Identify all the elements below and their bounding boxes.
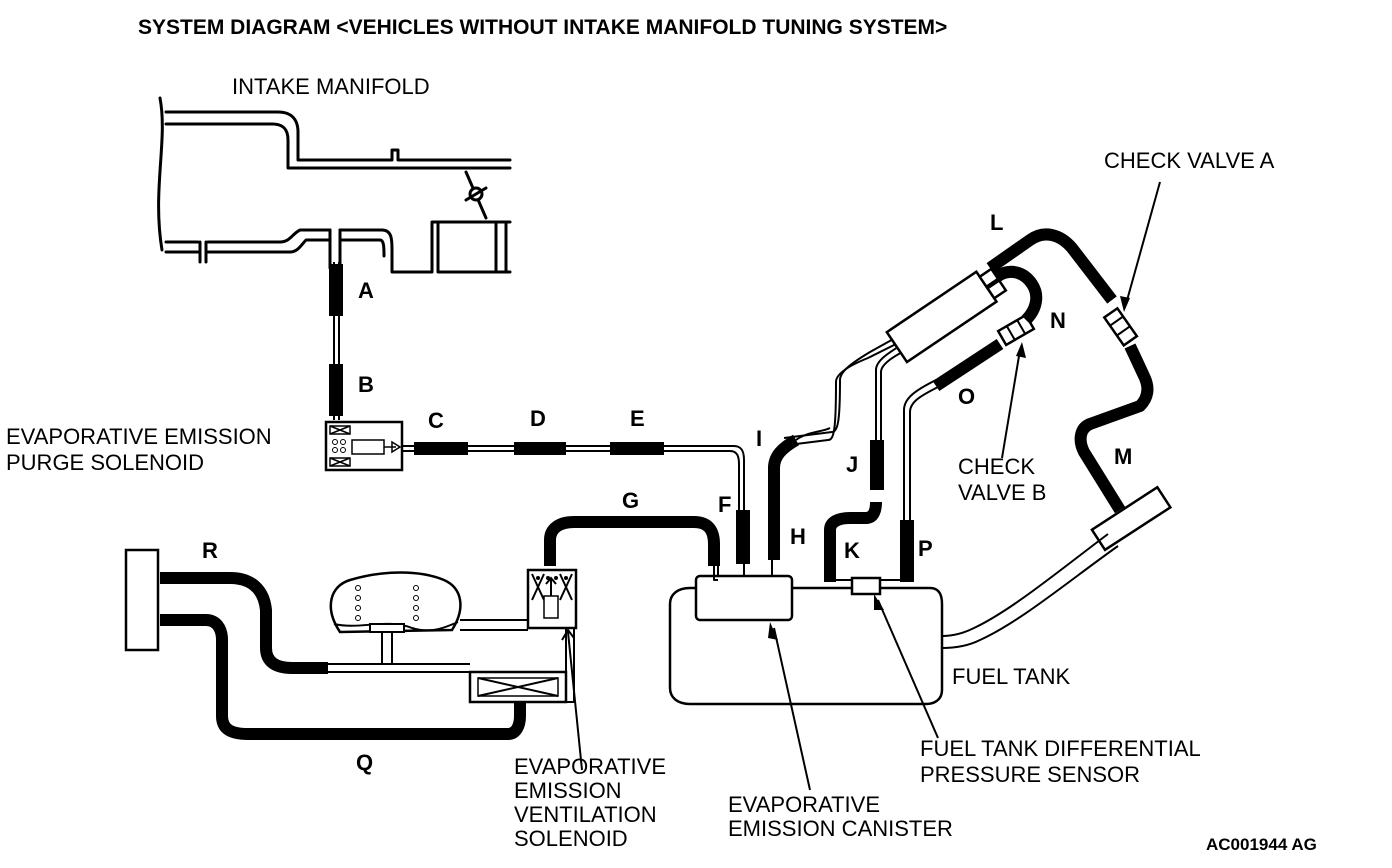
canister-label-2: EMISSION CANISTER bbox=[728, 816, 953, 841]
hose-n-label: N bbox=[1050, 308, 1066, 333]
hose-l-label: L bbox=[990, 210, 1003, 235]
sensor-label-2: PRESSURE SENSOR bbox=[920, 762, 1140, 787]
canister-label-1: EVAPORATIVE bbox=[728, 792, 880, 817]
hose-k-label: K bbox=[844, 538, 860, 563]
hose-c bbox=[414, 442, 468, 455]
vent-solenoid-label-1: EVAPORATIVE bbox=[514, 754, 666, 779]
vent-solenoid-label-4: SOLENOID bbox=[514, 826, 628, 851]
vent-solenoid-label-2: EMISSION bbox=[514, 778, 622, 803]
hose-h bbox=[768, 510, 780, 560]
hose-m-label: M bbox=[1114, 444, 1132, 469]
fuel-tank-label: FUEL TANK bbox=[952, 664, 1071, 689]
pressure-sensor bbox=[850, 576, 882, 596]
vent-solenoid-label-3: VENTILATION bbox=[514, 802, 657, 827]
hose-p-label: P bbox=[918, 536, 933, 561]
filler-neck bbox=[941, 485, 1173, 649]
hose-a bbox=[329, 264, 343, 316]
check-valve-a-label: CHECK VALVE A bbox=[1104, 148, 1275, 173]
hose-e bbox=[610, 442, 664, 455]
hose-d-label: D bbox=[530, 406, 546, 431]
intake-manifold-label: INTAKE MANIFOLD bbox=[232, 74, 430, 99]
hose-e-label: E bbox=[630, 406, 645, 431]
check-valve-b-label-2: VALVE B bbox=[958, 480, 1046, 505]
figure-code: AC001944 AG bbox=[1206, 835, 1317, 854]
purge-solenoid-label-1: EVAPORATIVE EMISSION bbox=[6, 424, 272, 449]
ventilation-solenoid bbox=[526, 568, 578, 630]
air-filter bbox=[326, 619, 575, 704]
check-valve-b-label-1: CHECK bbox=[958, 454, 1035, 479]
hose-g-label: G bbox=[622, 488, 639, 513]
hose-h-label: H bbox=[790, 524, 806, 549]
hose-a-label: A bbox=[358, 278, 374, 303]
hose-i-label: I bbox=[756, 426, 762, 451]
purge-solenoid bbox=[324, 420, 404, 472]
hose-j-label: J bbox=[846, 452, 858, 477]
evap-canister bbox=[694, 574, 794, 622]
sensor-label-1: FUEL TANK DIFFERENTIAL bbox=[920, 736, 1201, 761]
hose-f-label: F bbox=[718, 492, 731, 517]
hose-b bbox=[329, 364, 343, 416]
hose-b-label: B bbox=[358, 372, 374, 397]
hose-r-label: R bbox=[202, 538, 218, 563]
check-valve-a bbox=[1102, 306, 1139, 348]
hose-q-label: Q bbox=[356, 750, 373, 775]
hose-d bbox=[514, 442, 566, 455]
fill-limit-valve bbox=[329, 571, 462, 664]
hose-o-label: O bbox=[958, 384, 975, 409]
hose-c-label: C bbox=[428, 408, 444, 433]
intake-manifold bbox=[157, 96, 512, 274]
hose-j bbox=[870, 440, 884, 490]
filler-cap bbox=[124, 548, 160, 652]
vapor-separator bbox=[885, 267, 1008, 364]
diagram-title: SYSTEM DIAGRAM <VEHICLES WITHOUT INTAKE … bbox=[138, 16, 947, 39]
purge-solenoid-label-2: PURGE SOLENOID bbox=[6, 450, 204, 475]
hose-p bbox=[900, 520, 914, 582]
hose-f bbox=[736, 510, 750, 564]
